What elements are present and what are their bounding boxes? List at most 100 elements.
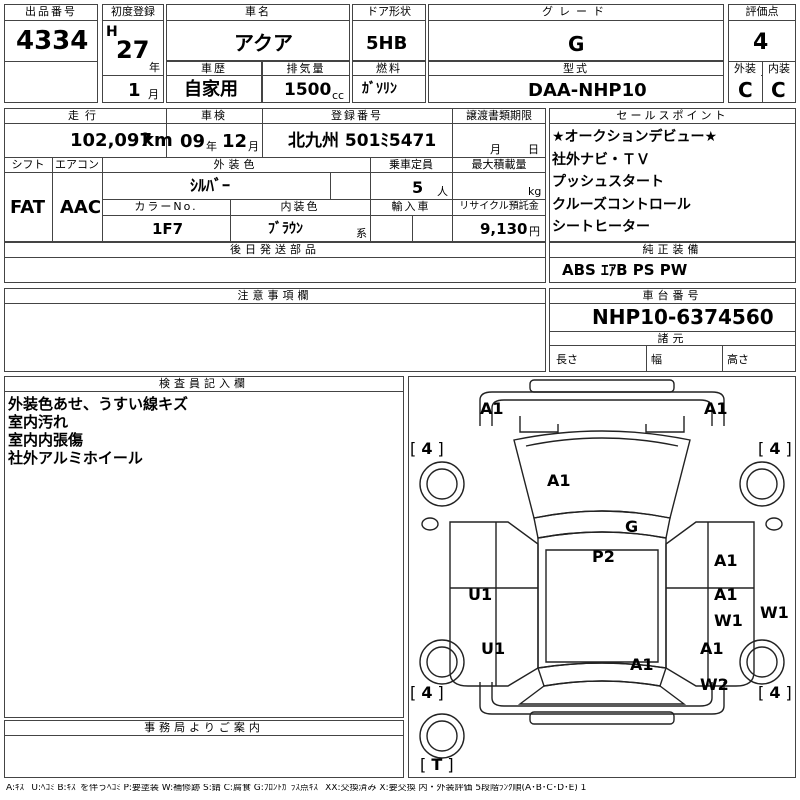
mark-left-door-1: U1 xyxy=(468,585,493,604)
color-label: 外装色 xyxy=(103,158,369,172)
history-label: 車歴 xyxy=(167,62,261,76)
office-box xyxy=(4,720,404,778)
tire-front-right: [ 4 ] xyxy=(758,439,792,458)
mark-front-right: A1 xyxy=(704,399,728,418)
load-unit: kg xyxy=(528,185,542,198)
door-box xyxy=(352,4,426,61)
door-label: ドア形状 xyxy=(353,5,425,19)
disp-label: 排気量 xyxy=(263,62,349,76)
sales-item: ★オークションデビュー★ xyxy=(552,129,718,145)
inspector-list: 外装色あせ、うすい線キズ 室内汚れ 室内内張傷 社外アルミホイール xyxy=(8,395,188,467)
later-label: 後日発送部品 xyxy=(5,243,545,257)
reg-era: H xyxy=(106,24,118,40)
name-box xyxy=(166,4,350,61)
model-box xyxy=(428,61,724,103)
equip-box xyxy=(549,242,796,283)
fuel-label: 燃料 xyxy=(353,62,425,76)
reg-label: 初度登録 xyxy=(103,5,163,19)
sales-item: シートヒーター xyxy=(552,219,650,235)
lot-number: 4334 xyxy=(16,26,89,56)
sales-box xyxy=(549,108,796,242)
int-label: 内装 xyxy=(763,62,795,76)
sales-item: プッシュスタート xyxy=(552,174,664,190)
tire-spare: [ T ] xyxy=(420,755,454,774)
mark-rear-right-1: A1 xyxy=(700,639,724,658)
insp-month-unit: 月 xyxy=(248,140,259,153)
mileage-value: 102,097 xyxy=(70,130,152,151)
shift-value: FAT xyxy=(10,197,46,218)
dims-width: 幅 xyxy=(651,353,662,366)
inspector-line: 社外アルミホイール xyxy=(8,449,143,467)
insp-year-unit: 年 xyxy=(206,140,217,153)
colorno-label: カラーNo. xyxy=(103,200,229,214)
grade-label: グレード xyxy=(429,5,723,19)
capacity-value: 5 xyxy=(412,178,424,197)
car-diagram xyxy=(419,379,785,759)
fuel-box xyxy=(352,61,426,103)
shift-label: シフト xyxy=(5,158,51,172)
reg-box xyxy=(102,4,164,103)
score-value: 4 xyxy=(753,30,769,55)
sales-label: セールスポイント xyxy=(550,109,795,123)
chassis-label: 車台番号 xyxy=(550,289,795,303)
dims-length: 長さ xyxy=(556,353,578,366)
interior-label: 内装色 xyxy=(231,200,369,214)
mark-rear-right-2: W2 xyxy=(700,675,729,694)
reg-month-unit: 月 xyxy=(148,88,159,101)
capacity-unit: 人 xyxy=(437,185,448,198)
mark-trunk: A1 xyxy=(630,655,654,674)
transfer-month: 月 xyxy=(490,143,501,156)
mark-glass: G xyxy=(625,517,639,536)
int-grade: C xyxy=(771,78,786,102)
mark-roof: P2 xyxy=(592,547,615,566)
inspector-line: 外装色あせ、うすい線キズ xyxy=(8,395,189,413)
grade-value: G xyxy=(568,32,585,56)
tire-rear-left: [ 4 ] xyxy=(410,683,444,702)
fuel-value: ｶﾞｿﾘﾝ xyxy=(362,81,397,97)
plate-value: 北九州 501ﾐ5471 xyxy=(288,131,437,151)
capacity-label: 乗車定員 xyxy=(371,158,451,172)
tire-rear-right: [ 4 ] xyxy=(758,683,792,702)
later-box xyxy=(4,242,546,283)
recycle-value: 9,130 xyxy=(480,220,528,238)
history-box xyxy=(166,61,262,103)
inspector-box xyxy=(4,376,404,718)
tire-front-left: [ 4 ] xyxy=(410,439,444,458)
equip-value: ABS ｴｱB PS PW xyxy=(562,261,688,279)
chassis-value: NHP10-6374560 xyxy=(592,305,774,329)
color-value: ｼﾙﾊﾞｰ xyxy=(190,176,231,195)
office-label: 事務局よりご案内 xyxy=(5,721,403,735)
mileage-label: 走行 xyxy=(5,109,165,123)
plate-label: 登録番号 xyxy=(263,109,451,123)
car-name: アクア xyxy=(234,31,293,55)
insp-year: 09 xyxy=(180,131,206,152)
reg-year-unit: 年 xyxy=(149,61,160,74)
reg-month: 1 xyxy=(128,80,141,101)
mark-right-door-1: A1 xyxy=(714,551,738,570)
legend: A:ｷｽﾞ U:ﾍｺﾐ B:ｷｽﾞを伴うﾍｺﾐ P:要塗装 W:補修跡 S:錆 … xyxy=(6,784,587,793)
mark-right-door-3: W1 xyxy=(714,611,743,630)
reg-year: 27 xyxy=(116,36,150,64)
mileage-unit: km xyxy=(142,130,173,151)
disp-unit: cc xyxy=(332,89,345,102)
import-label: 輸入車 xyxy=(371,200,451,214)
grade-box xyxy=(428,4,724,61)
mark-right-door-2: A1 xyxy=(714,585,738,604)
sales-item: 社外ナビ・ＴＶ xyxy=(552,151,650,168)
ext-grade: C xyxy=(738,78,753,102)
sales-item: クルーズコントロール xyxy=(552,196,691,213)
disp-box xyxy=(262,61,350,103)
model-label: 型式 xyxy=(429,62,723,76)
door-type: 5HB xyxy=(366,33,408,54)
notes-label: 注意事項欄 xyxy=(5,289,545,303)
inspector-line: 室内内張傷 xyxy=(8,431,84,449)
diagram-box xyxy=(408,376,796,778)
dims-label: 諸元 xyxy=(550,332,795,346)
equip-label: 純正装備 xyxy=(550,243,795,257)
sales-list: ★オークションデビュー★ 社外ナビ・ＴＶ プッシュスタート クルーズコントロール… xyxy=(552,126,717,239)
score-label: 評価点 xyxy=(729,5,795,19)
transfer-label: 譲渡書類期限 xyxy=(453,109,545,123)
mark-hood: A1 xyxy=(547,471,571,490)
mark-right-far: W1 xyxy=(760,603,789,622)
interior-value: ﾌﾞﾗｳﾝ xyxy=(268,221,303,237)
